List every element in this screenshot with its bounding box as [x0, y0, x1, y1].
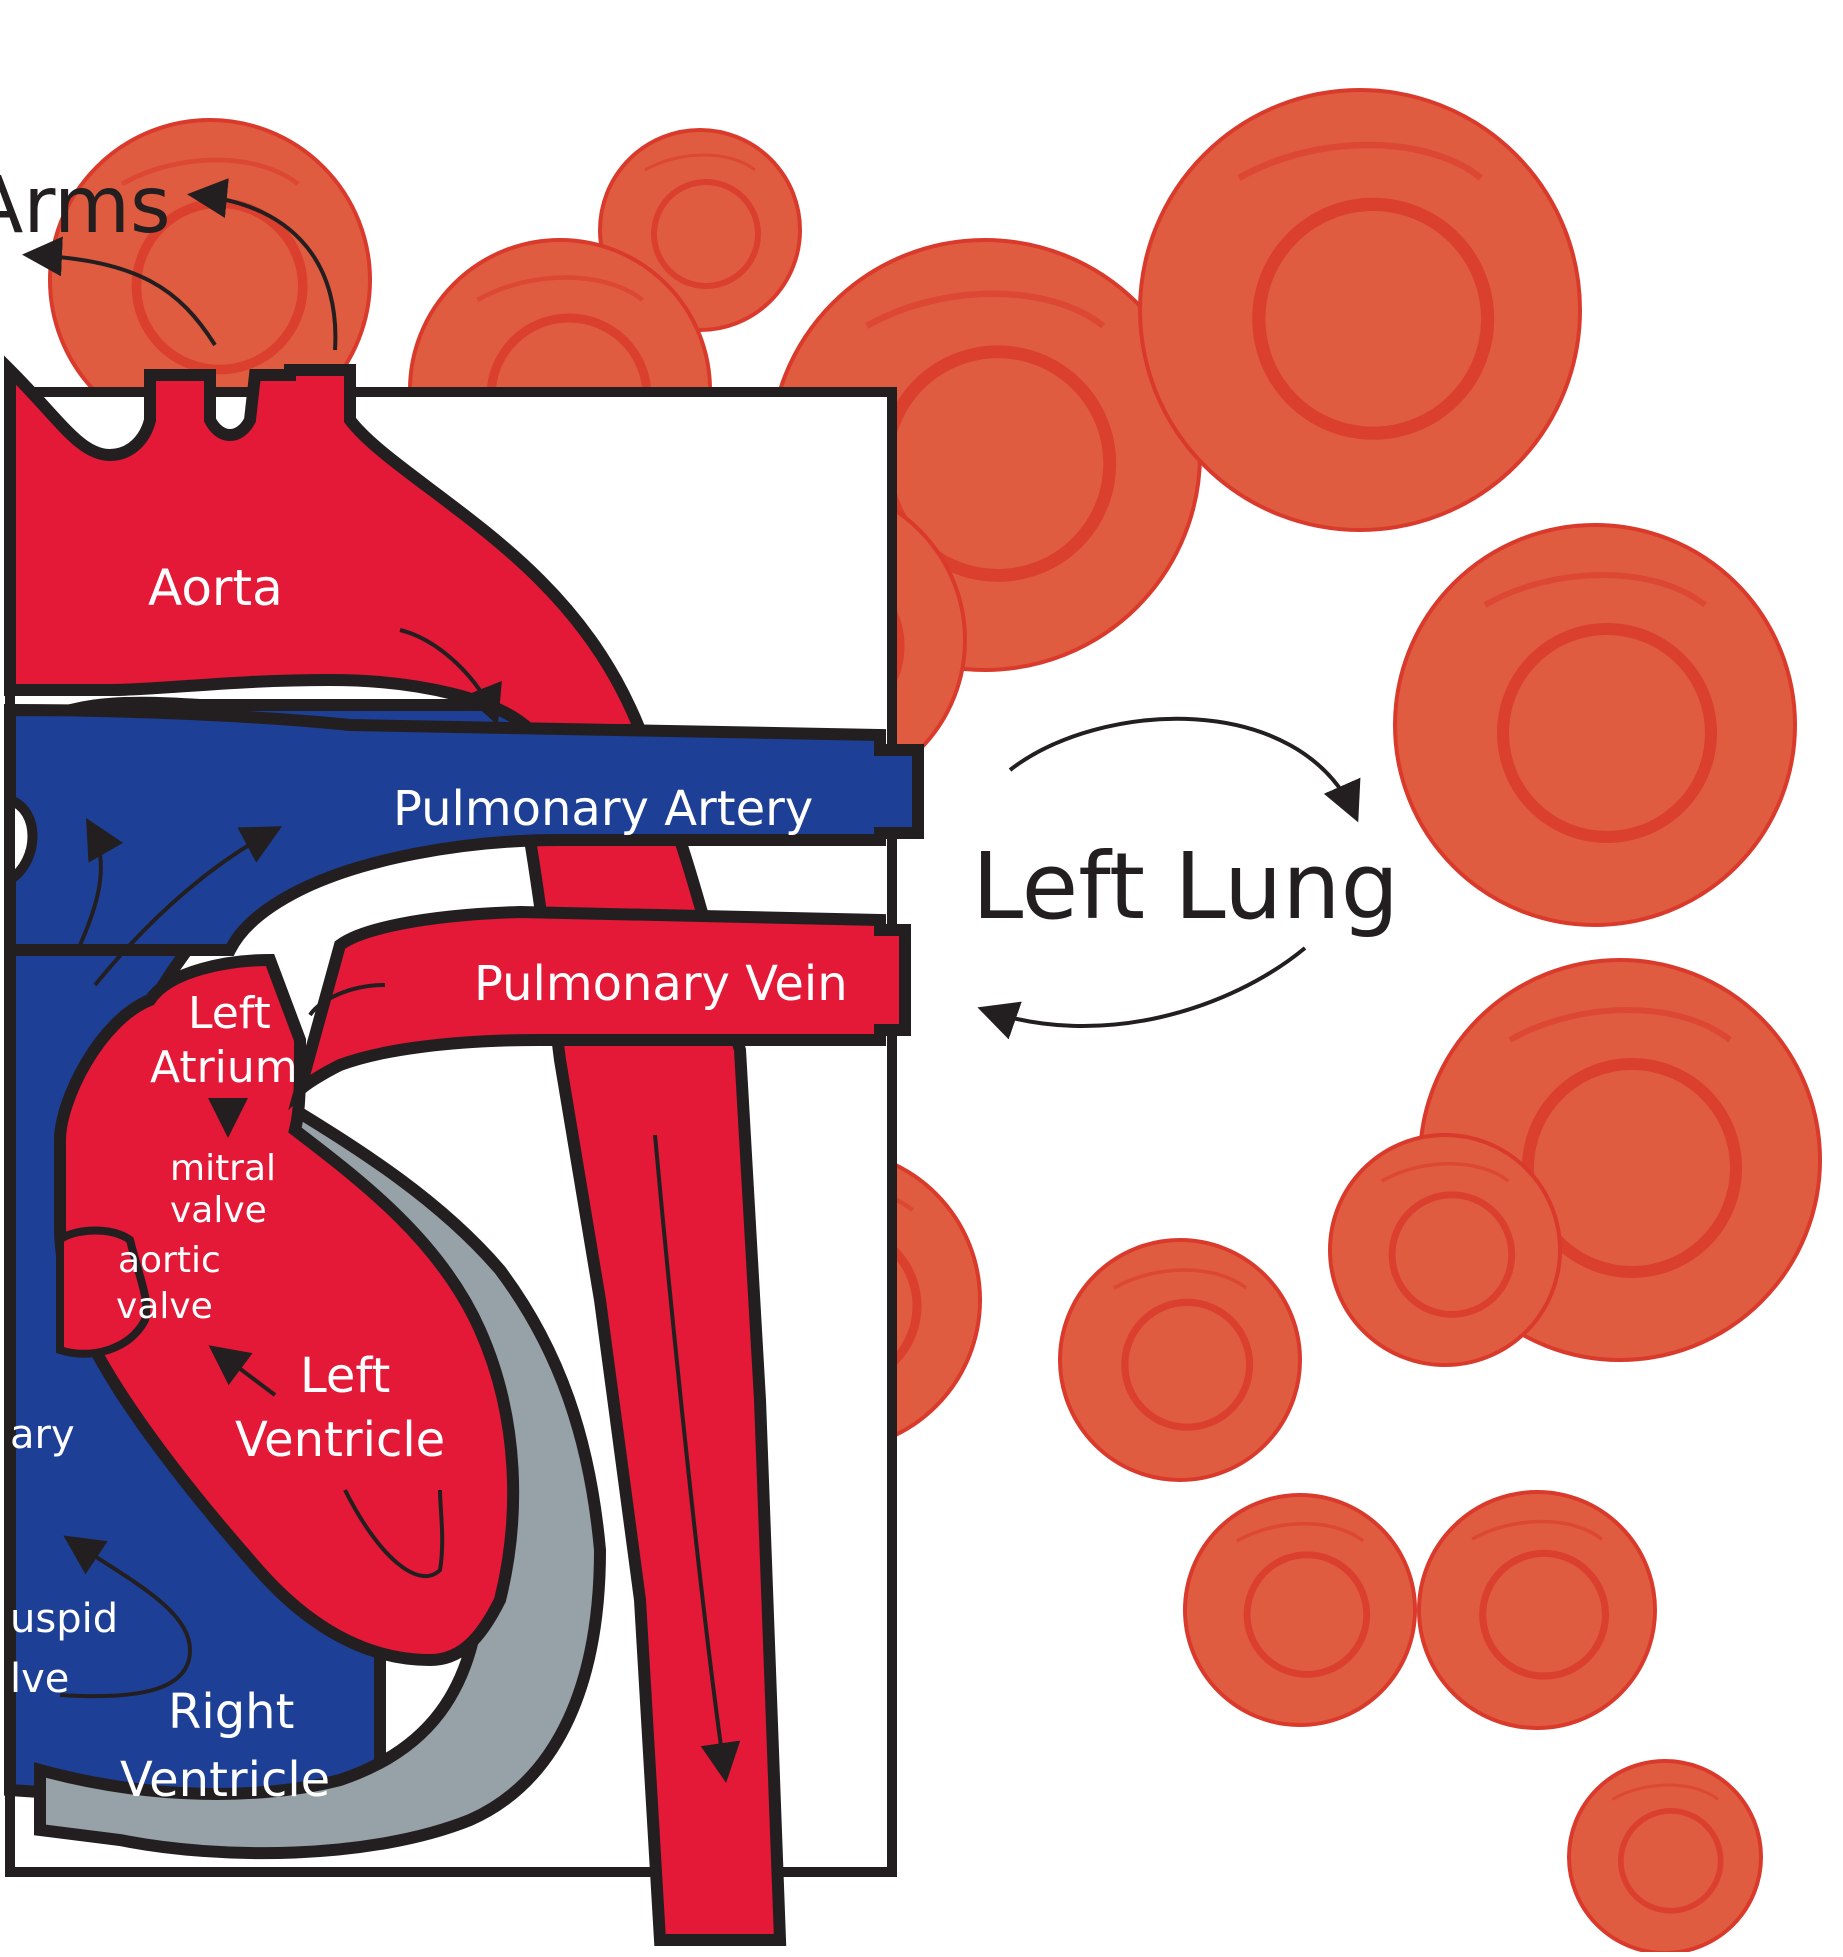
- red-blood-cell: [1395, 525, 1795, 925]
- label-pulmonary-vein: Pulmonary Vein: [474, 956, 848, 1012]
- red-blood-cell: [1330, 1135, 1560, 1365]
- label-left-atrium-1: Left: [188, 988, 271, 1039]
- red-blood-cell: [1419, 1492, 1655, 1728]
- label-mitral-1: mitral: [170, 1148, 276, 1189]
- label-mitral-2: valve: [170, 1190, 267, 1231]
- label-arms: Arms: [0, 161, 171, 251]
- red-blood-cell: [1140, 90, 1580, 530]
- label-left-lung: Left Lung: [972, 833, 1399, 940]
- label-left-atrium-2: Atrium: [150, 1042, 298, 1093]
- label-aortic-1: aortic: [118, 1240, 221, 1281]
- label-tricuspid-2: lve: [10, 1656, 69, 1702]
- red-blood-cell: [1185, 1495, 1415, 1725]
- label-left-ventricle-1: Left: [300, 1348, 390, 1404]
- label-right-ventricle-2: Ventricle: [120, 1752, 330, 1808]
- lung-arrow-top: [1010, 719, 1355, 815]
- label-aortic-2: valve: [116, 1286, 213, 1327]
- red-blood-cell: [1060, 1240, 1300, 1480]
- label-right-ventricle-1: Right: [168, 1684, 294, 1740]
- label-pulmonary-artery: Pulmonary Artery: [393, 781, 813, 837]
- label-left-ventricle-2: Ventricle: [235, 1412, 445, 1468]
- red-blood-cell: [1569, 1761, 1761, 1952]
- label-tricuspid-1: uspid: [10, 1596, 118, 1642]
- lung-arrow-bottom: [985, 948, 1305, 1026]
- label-pulmonary-valve-fragment: ary: [10, 1412, 75, 1458]
- label-aorta: Aorta: [148, 559, 283, 617]
